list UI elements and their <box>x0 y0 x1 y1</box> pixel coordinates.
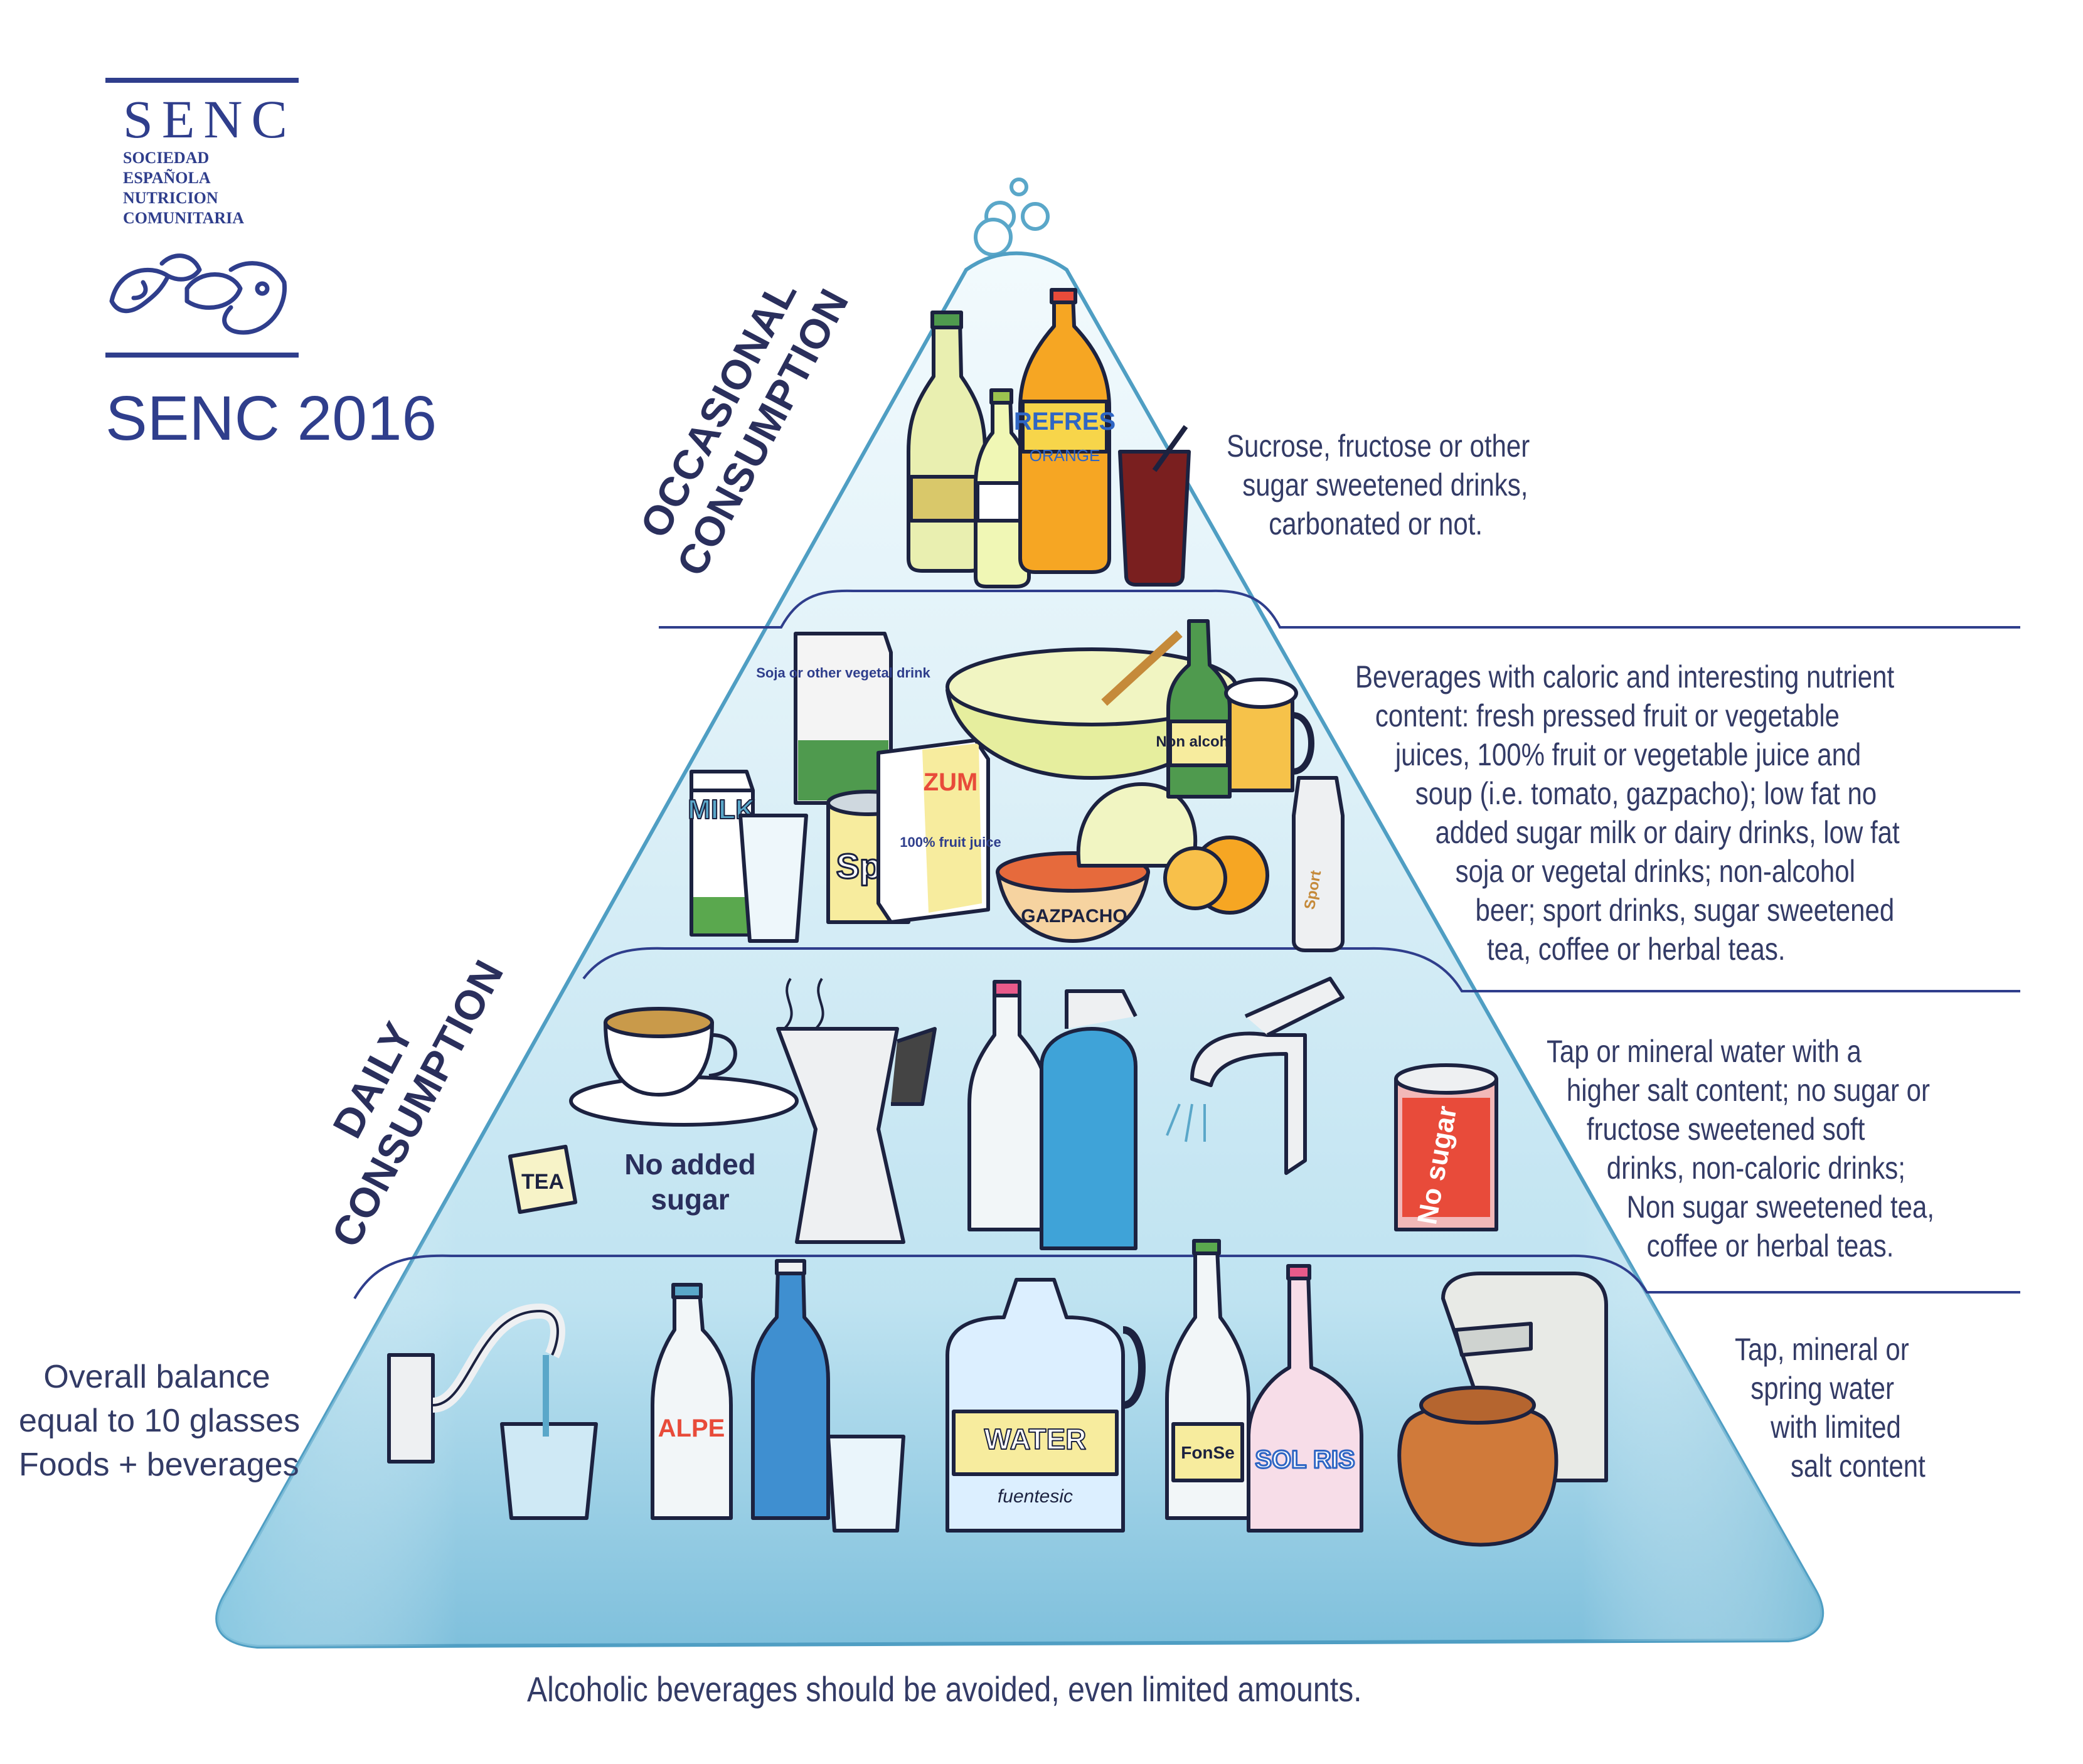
water-label: WATER <box>984 1423 1087 1455</box>
tier-3-line: Non sugar sweetened tea, <box>1626 1189 1935 1225</box>
soja-label: Soja or other vegetal drink <box>756 665 930 681</box>
tier-4-illustrations: ALPE WATER fuentesic FonSe SOL RIS <box>387 1239 1608 1547</box>
tier-3-line: coffee or herbal teas. <box>1646 1228 1894 1263</box>
tier-4-line: Tap, mineral or <box>1735 1332 1909 1367</box>
non-alcohol-label: Non alcohol <box>1156 733 1242 750</box>
logo-bottom-bar <box>105 353 299 358</box>
small-glass-icon <box>826 1435 905 1533</box>
juicer-icon <box>1076 782 1198 868</box>
alpe-label: ALPE <box>658 1415 725 1442</box>
tier-2-line: Beverages with caloric and interesting n… <box>1355 659 1895 694</box>
tier-2-line: beer; sport drinks, sugar sweetened <box>1475 893 1895 928</box>
tea-bag-icon <box>508 1144 578 1214</box>
blue-bottle-icon <box>751 1265 830 1520</box>
bubbles-icon <box>974 178 1050 257</box>
fonse-label: FonSe <box>1181 1443 1235 1462</box>
balance-line: equal to 10 glasses <box>19 1403 301 1439</box>
tier-divider-1 <box>659 589 2020 629</box>
tier-1-line: sugar sweetened drinks, <box>1242 467 1528 502</box>
beer-mug-icon <box>1228 694 1294 792</box>
water-brand-label: fuentesic <box>998 1486 1073 1507</box>
logo-subtitle-line: COMUNITARIA <box>123 209 245 227</box>
edition-title: SENC 2016 <box>105 383 437 454</box>
tier-3-line: higher salt content; no sugar or <box>1566 1073 1930 1108</box>
tier-divider-2 <box>582 947 2020 992</box>
water-glass-icon <box>500 1422 598 1520</box>
tier-1-line: Sucrose, fructose or other <box>1227 428 1530 464</box>
tier-3-line: drinks, non-caloric drinks; <box>1606 1150 1905 1186</box>
tier-2-line: soja or vegetal drinks; non-alcohol <box>1455 854 1855 889</box>
cola-glass-icon <box>1118 450 1191 587</box>
tier-1-line: carbonated or not. <box>1269 506 1483 541</box>
milk-glass-icon <box>738 814 808 943</box>
logo-title: SENC <box>123 89 296 149</box>
tea-label: TEA <box>521 1170 564 1194</box>
overall-balance-note: Overall balance equal to 10 glasses Food… <box>19 1355 301 1487</box>
juice-label: 100% fruit juice <box>900 834 1001 850</box>
tier-2-description: Beverages with caloric and interesting n… <box>1355 657 1900 969</box>
tier-2-line: juices, 100% fruit or vegetable juice an… <box>1395 737 1862 772</box>
tier-3-illustrations: TEA No sugar <box>508 977 1498 1250</box>
balance-line: Foods + beverages <box>19 1447 299 1483</box>
tier-1-description: Sucrose, fructose or other sugar sweeten… <box>1227 427 1530 543</box>
sport-bottle-icon <box>1292 776 1345 952</box>
logo-subtitle-line: SOCIEDAD <box>123 149 210 167</box>
tier-2-illustrations: MILK Soja or other vegetal drink Spy ZUM… <box>687 619 1345 952</box>
alcohol-footer-note: Alcoholic beverages should be avoided, e… <box>527 1669 1362 1709</box>
faucet-icon <box>1190 1031 1307 1175</box>
logo-subtitle-line: ESPAÑOLA <box>123 169 211 187</box>
clay-jug-icon <box>1397 1401 1558 1547</box>
logo-subtitle-line: NUTRICION <box>123 189 218 207</box>
solris-label: SOL RIS <box>1255 1446 1355 1474</box>
tier-3-description: Tap or mineral water with a higher salt … <box>1547 1032 1934 1265</box>
tier-4-description: Tap, mineral or spring water with limite… <box>1735 1330 1926 1485</box>
tier-1-illustrations: REFRES ORANGE <box>907 288 1191 588</box>
orange-label: ORANGE <box>1030 446 1100 465</box>
no-added-sugar-note: No added sugar <box>602 1147 778 1217</box>
refres-label: REFRES <box>1014 408 1116 435</box>
tier-2-line: content: fresh pressed fruit or vegetabl… <box>1375 698 1840 733</box>
no-added-line-1: No added <box>624 1148 756 1181</box>
tier-2-line: soup (i.e. tomato, gazpacho); low fat no <box>1415 776 1877 811</box>
solris-bottle-icon <box>1247 1272 1363 1533</box>
logo-emblem-icon <box>109 253 287 335</box>
stone-fountain-icon <box>1441 1272 1608 1482</box>
alpe-bottle-icon <box>651 1290 733 1520</box>
tap-icon <box>387 1353 435 1464</box>
no-added-line-2: sugar <box>651 1183 730 1216</box>
tier-3-line: fructose sweetened soft <box>1586 1112 1865 1147</box>
tea-cup-icon <box>604 1021 714 1097</box>
tier-divider-3 <box>353 1254 2020 1300</box>
siphon-icon <box>1040 1027 1137 1250</box>
tier-4-line: with limited <box>1771 1410 1901 1445</box>
tier-3-line: Tap or mineral water with a <box>1547 1034 1862 1069</box>
zum-label: ZUM <box>924 768 978 796</box>
moka-pot-icon <box>776 1027 905 1244</box>
gazpacho-label: GAZPACHO <box>1021 906 1127 927</box>
balance-line: Overall balance <box>43 1359 270 1395</box>
logo-top-bar <box>105 78 299 83</box>
tier-4-line: salt content <box>1791 1448 1926 1484</box>
tier-2-line: added sugar milk or dairy drinks, low fa… <box>1435 815 1900 850</box>
tier-2-line: tea, coffee or herbal teas. <box>1487 932 1786 967</box>
logo-subtitle: SOCIEDAD ESPAÑOLA NUTRICION COMUNITARIA <box>123 148 244 228</box>
tier-4-line: spring water <box>1750 1371 1894 1406</box>
